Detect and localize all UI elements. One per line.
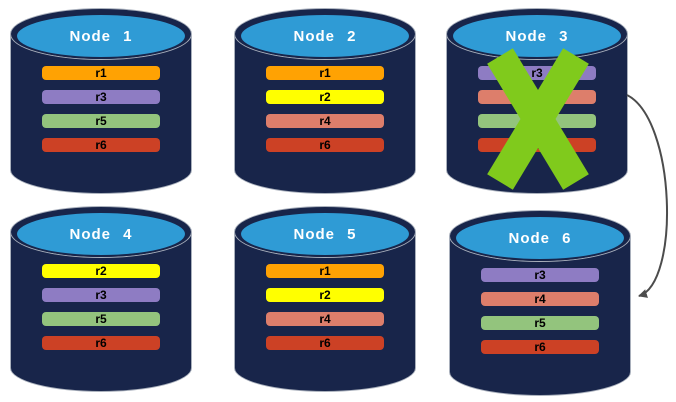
replica-label: r6: [319, 336, 331, 350]
replica-label: r3: [95, 288, 107, 302]
replica-bar: r5: [478, 114, 596, 128]
replica-bar: r5: [42, 114, 160, 128]
node-2: Node 2 r1 r2 r4 r6: [234, 8, 416, 194]
replica-bar: r5: [481, 316, 599, 330]
replica-label: r6: [319, 138, 331, 152]
node-4: Node 4 r2 r3 r5 r6: [10, 206, 192, 392]
node-title: Node 5: [293, 225, 357, 243]
replica-label: r4: [319, 312, 331, 326]
replica-bar: r1: [266, 264, 384, 278]
replica-list: r3 r4 r5 r6: [481, 268, 599, 364]
replica-label: r4: [534, 292, 546, 306]
node-3: Node 3 r3 r4 r5 r6: [446, 8, 628, 194]
node-6: Node 6 r3 r4 r5 r6: [449, 210, 631, 396]
replica-bar: r3: [481, 268, 599, 282]
replica-label: r5: [95, 312, 107, 326]
replica-bar: r6: [478, 138, 596, 152]
replica-label: r3: [95, 90, 107, 104]
replica-bar: r4: [481, 292, 599, 306]
replica-label: r5: [531, 114, 543, 128]
replica-label: r6: [531, 138, 543, 152]
cylinder-top: Node 4: [15, 211, 187, 257]
cylinder-top: Node 3: [451, 13, 623, 59]
replica-label: r5: [534, 316, 546, 330]
replica-bar: r3: [478, 66, 596, 80]
replica-label: r1: [319, 66, 331, 80]
replica-bar: r3: [42, 90, 160, 104]
replica-label: r5: [95, 114, 107, 128]
replica-bar: r4: [266, 114, 384, 128]
replica-bar: r6: [266, 336, 384, 350]
replica-bar: r1: [42, 66, 160, 80]
replica-label: r4: [319, 114, 331, 128]
replica-label: r6: [534, 340, 546, 354]
node-title: Node 2: [293, 27, 357, 45]
replica-bar: r6: [481, 340, 599, 354]
node-5: Node 5 r1 r2 r4 r6: [234, 206, 416, 392]
replica-list: r2 r3 r5 r6: [42, 264, 160, 360]
replica-bar: r2: [266, 288, 384, 302]
replica-bar: r1: [266, 66, 384, 80]
node-title: Node 4: [69, 225, 133, 243]
replica-bar: r6: [266, 138, 384, 152]
replica-bar: r5: [42, 312, 160, 326]
replica-bar: r6: [42, 336, 160, 350]
node-1: Node 1 r1 r3 r5 r6: [10, 8, 192, 194]
replica-label: r2: [319, 90, 331, 104]
node-title: Node 6: [508, 229, 572, 247]
cylinder-top: Node 6: [454, 215, 626, 261]
replica-label: r6: [95, 138, 107, 152]
node-title: Node 1: [69, 27, 133, 45]
replica-label: r3: [531, 66, 543, 80]
replica-bar: r6: [42, 138, 160, 152]
replica-list: r1 r2 r4 r6: [266, 66, 384, 162]
replica-label: r3: [534, 268, 546, 282]
replica-bar: r4: [266, 312, 384, 326]
replica-label: r1: [95, 66, 107, 80]
replica-list: r1 r3 r5 r6: [42, 66, 160, 162]
replica-bar: r2: [42, 264, 160, 278]
node-title: Node 3: [505, 27, 569, 45]
replica-bar: r3: [42, 288, 160, 302]
replica-list: r3 r4 r5 r6: [478, 66, 596, 162]
replica-label: r2: [319, 288, 331, 302]
replica-bar: r2: [266, 90, 384, 104]
replica-list: r1 r2 r4 r6: [266, 264, 384, 360]
cylinder-top: Node 5: [239, 211, 411, 257]
replica-label: r4: [531, 90, 543, 104]
replica-bar: r4: [478, 90, 596, 104]
replica-label: r6: [95, 336, 107, 350]
replica-label: r2: [95, 264, 107, 278]
cylinder-top: Node 1: [15, 13, 187, 59]
cylinder-top: Node 2: [239, 13, 411, 59]
replica-label: r1: [319, 264, 331, 278]
